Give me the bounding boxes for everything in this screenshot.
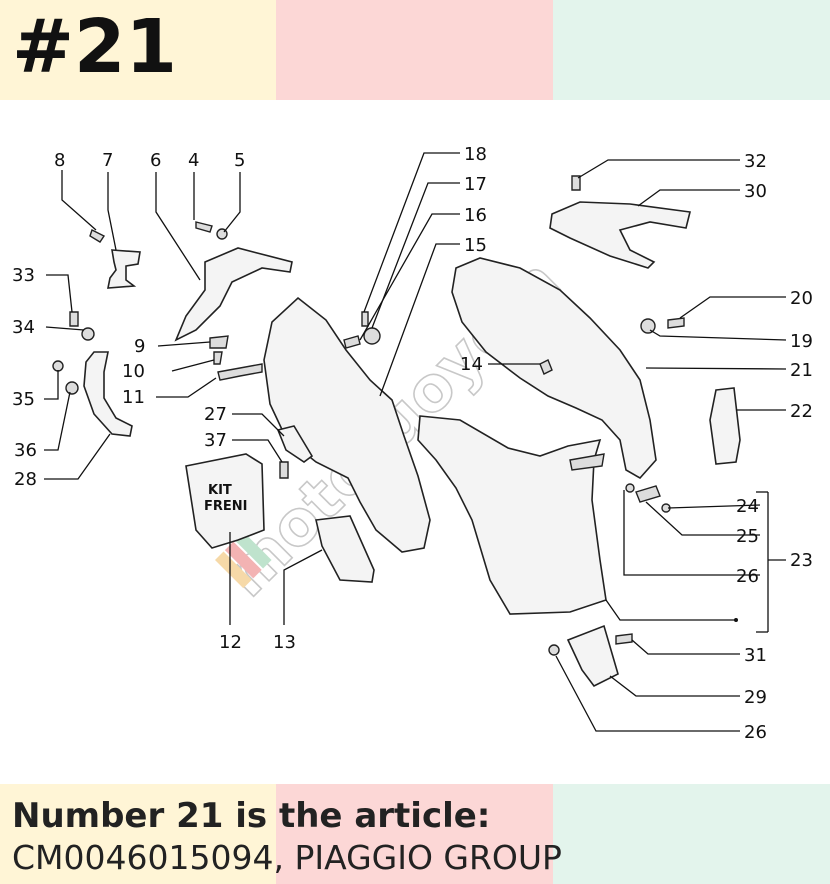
part-13-reflector (315, 515, 375, 583)
callout-11: 11 (122, 387, 145, 408)
part-19-washer (640, 318, 656, 334)
callout-26-lower: 26 (744, 722, 767, 743)
part-26-bottom-clip (548, 644, 560, 656)
callout-19: 19 (790, 331, 813, 352)
part-8-screw (89, 229, 106, 243)
part-14-screw (539, 359, 553, 375)
header-band-green (553, 0, 830, 100)
part-17-grommet (363, 327, 381, 345)
callout-17: 17 (464, 174, 487, 195)
part-23-lower-shield (417, 415, 607, 615)
part-24-clip (635, 485, 661, 503)
part-21-front-shield (451, 257, 657, 480)
part-35-screw (52, 360, 64, 372)
footer-band-yellow (0, 784, 276, 884)
header-band-pink (276, 0, 553, 100)
callout-33: 33 (12, 265, 35, 286)
part-4-screw (195, 221, 213, 233)
callout-20: 20 (790, 288, 813, 309)
callout-35: 35 (12, 389, 35, 410)
callout-8: 8 (54, 150, 65, 171)
part-36-washer (65, 381, 79, 395)
callout-labels: 8 7 6 4 5 33 34 9 10 11 35 36 28 27 37 1… (12, 144, 813, 743)
part-12-brake-kit (185, 453, 265, 549)
header-band (0, 0, 830, 100)
part-20-screw (667, 317, 685, 329)
callout-14: 14 (460, 354, 483, 375)
footer-band-green (553, 784, 830, 884)
callout-5: 5 (234, 150, 245, 171)
part-33-screw (69, 311, 79, 327)
callout-27: 27 (204, 404, 227, 425)
callout-13: 13 (273, 632, 296, 653)
part-28-handle (83, 351, 133, 437)
callout-31: 31 (744, 645, 767, 666)
part-7-clip (107, 249, 141, 289)
part-9-clip (209, 335, 229, 349)
part-26-clip (625, 483, 635, 493)
part-34-washer (81, 327, 95, 341)
kit-label-line2: FRENI (204, 499, 248, 514)
watermark-logo (215, 531, 272, 589)
callout-32: 32 (744, 151, 767, 172)
part-23-vent (569, 453, 605, 471)
part-37-screw (279, 461, 289, 479)
part-30-handle-cover (549, 201, 691, 269)
part-16-screw (343, 335, 361, 349)
callout-25: 25 (736, 526, 759, 547)
callout-30: 30 (744, 181, 767, 202)
exploded-parts-diagram: motoruoyem KIT FRENI (12, 144, 813, 743)
part-10-screw (213, 351, 223, 365)
callout-29: 29 (744, 687, 767, 708)
article-code: CM0046015094, PIAGGIO GROUP (12, 838, 562, 877)
callout-23: 23 (790, 550, 813, 571)
callout-28: 28 (14, 469, 37, 490)
callout-37: 37 (204, 430, 227, 451)
part-15-inner-shield (263, 296, 431, 553)
callout-18: 18 (464, 144, 487, 165)
part-23-dot (734, 618, 738, 622)
callout-12: 12 (219, 632, 242, 653)
article-heading: Number 21 is the article: (12, 796, 491, 836)
callout-21: 21 (790, 360, 813, 381)
kit-label-line1: KIT (208, 483, 232, 498)
leader-lines (44, 152, 787, 732)
part-18-screw (361, 311, 369, 327)
callout-26-upper: 26 (736, 566, 759, 587)
callout-36: 36 (14, 440, 37, 461)
part-27-cover (276, 425, 314, 463)
callout-4: 4 (188, 150, 199, 171)
part-31-screw (615, 633, 633, 645)
callout-16: 16 (464, 205, 487, 226)
callout-7: 7 (102, 150, 113, 171)
part-32-screw (571, 175, 581, 191)
callout-15: 15 (464, 235, 487, 256)
callout-22: 22 (790, 401, 813, 422)
callout-24: 24 (736, 496, 759, 517)
part-6-bracket (174, 247, 293, 342)
callout-6: 6 (150, 150, 161, 171)
part-22-reflector (709, 387, 741, 465)
callout-34: 34 (12, 317, 35, 338)
footer-band (0, 784, 830, 884)
callout-10: 10 (122, 361, 145, 382)
footer-band-pink (276, 784, 553, 884)
part-11-bolt (217, 363, 263, 381)
part-number-title: #21 (12, 4, 177, 90)
header-band-yellow (0, 0, 276, 100)
part-29-cover (566, 624, 619, 688)
callout-9: 9 (134, 336, 145, 357)
